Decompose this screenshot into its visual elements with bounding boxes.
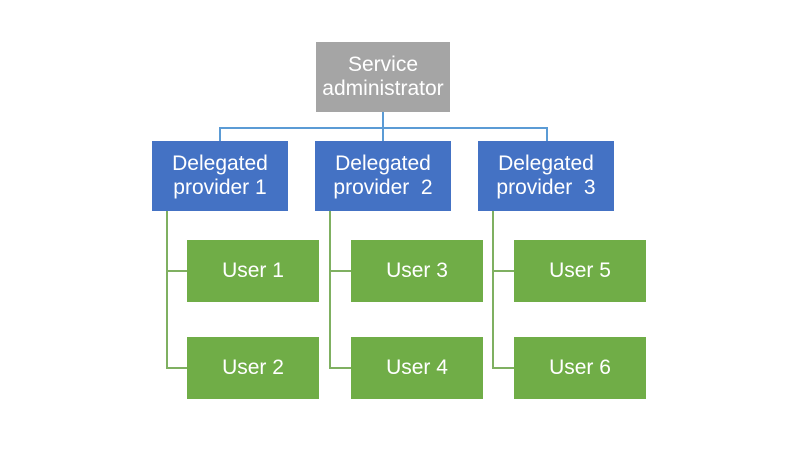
connector-provider-3-to-user-5 <box>492 270 515 272</box>
node-user-4[interactable]: User 4 <box>351 337 483 399</box>
node-user-6[interactable]: User 6 <box>514 337 646 399</box>
node-delegated-provider-1-label-line2: provider 1 <box>173 176 267 199</box>
connector-root-to-provider-1 <box>219 127 221 142</box>
node-delegated-provider-2-label-line1: Delegated <box>335 151 431 175</box>
connector-provider-2-trunk <box>329 211 331 369</box>
node-delegated-provider-2-label-line2: provider 2 <box>333 176 433 199</box>
node-user-2[interactable]: User 2 <box>187 337 319 399</box>
connector-provider-3-to-user-6 <box>492 367 515 369</box>
node-user-5[interactable]: User 5 <box>514 240 646 302</box>
node-service-administrator-label-line1: Service <box>347 52 418 76</box>
node-user-5-label: User 5 <box>549 258 611 282</box>
node-user-1-label: User 1 <box>222 258 284 282</box>
connector-provider-1-trunk <box>166 211 168 369</box>
node-user-3[interactable]: User 3 <box>351 240 483 302</box>
connector-provider-2-to-user-3 <box>329 270 352 272</box>
connector-root-to-provider-3 <box>546 127 548 142</box>
node-delegated-provider-3-label-line2: provider 3 <box>496 176 596 199</box>
node-user-3-label: User 3 <box>386 258 448 282</box>
node-delegated-provider-3-label-line1: Delegated <box>498 151 594 175</box>
node-user-2-label: User 2 <box>222 355 284 379</box>
connector-provider-2-to-user-4 <box>329 367 352 369</box>
connector-provider-3-trunk <box>492 211 494 369</box>
connector-provider-1-to-user-2 <box>166 367 188 369</box>
node-user-4-label: User 4 <box>386 355 448 379</box>
connector-root-to-provider-2 <box>382 127 384 142</box>
connector-provider-1-to-user-1 <box>166 270 188 272</box>
node-service-administrator-label-line2: administrator <box>322 77 444 100</box>
node-user-6-label: User 6 <box>549 355 611 379</box>
connector-root-stem <box>382 112 384 129</box>
node-delegated-provider-1-label-line1: Delegated <box>172 151 268 175</box>
node-user-1[interactable]: User 1 <box>187 240 319 302</box>
